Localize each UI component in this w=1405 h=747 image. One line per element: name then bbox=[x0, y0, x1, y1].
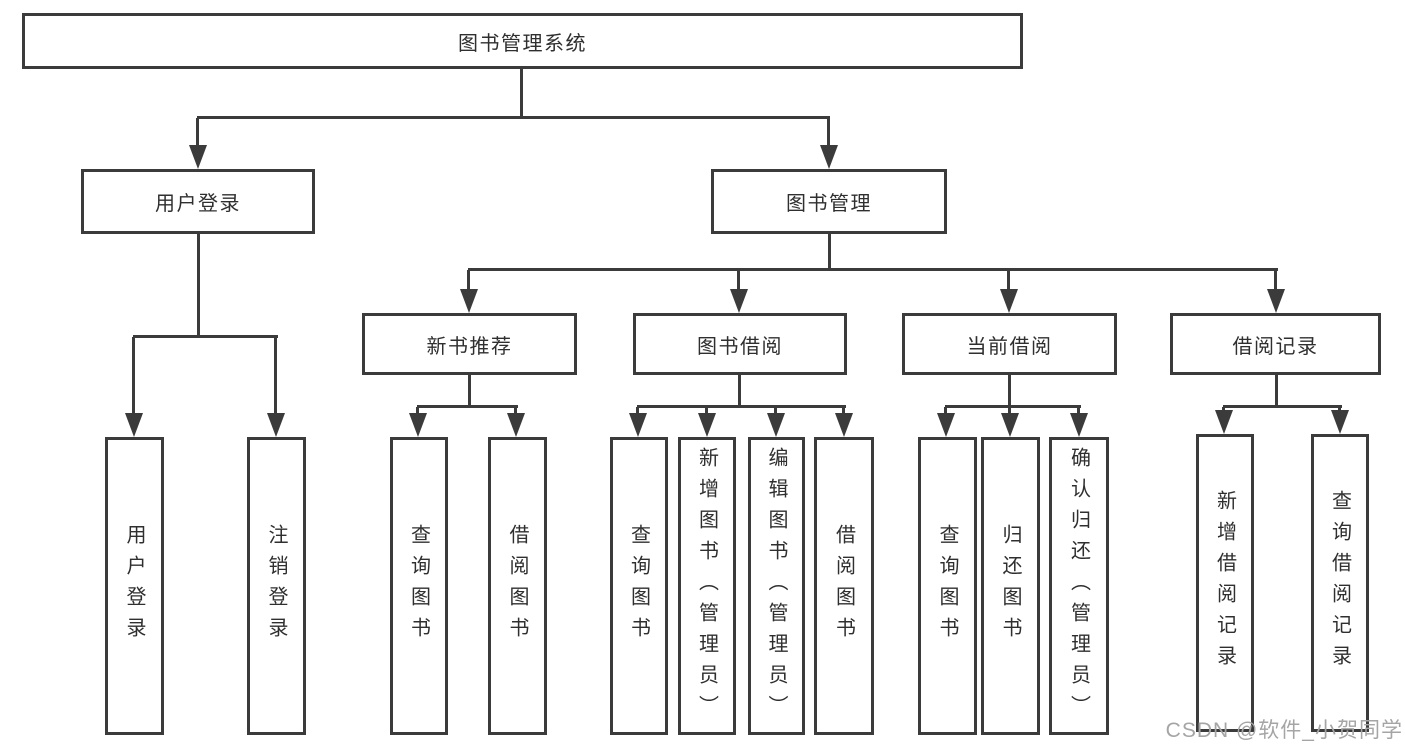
connector-arrow bbox=[698, 407, 716, 437]
node-label: 图书借阅 bbox=[697, 335, 783, 358]
node-user-login: 用户登录 bbox=[105, 437, 164, 735]
connector-stub bbox=[197, 234, 200, 338]
node-label: 新增借阅记录 bbox=[1213, 490, 1236, 676]
connector-arrow bbox=[267, 337, 285, 437]
node-book-management: 图书管理 bbox=[711, 169, 947, 234]
connector-arrow bbox=[409, 407, 427, 437]
connector-stub bbox=[738, 375, 741, 407]
connector-arrow bbox=[835, 407, 853, 437]
node-root: 图书管理系统 bbox=[22, 13, 1023, 69]
node-return-books: 归还图书 bbox=[981, 437, 1040, 735]
connector-arrow bbox=[1215, 407, 1233, 434]
connector-arrow bbox=[460, 270, 478, 313]
node-borrowing-records: 借阅记录 bbox=[1170, 313, 1381, 375]
node-confirm-return-admin: 确认归还（管理员） bbox=[1049, 437, 1109, 735]
node-user-login-group: 用户登录 bbox=[81, 169, 315, 234]
node-label: 当前借阅 bbox=[966, 335, 1053, 358]
node-logout: 注销登录 bbox=[247, 437, 306, 735]
connector-rail bbox=[468, 268, 1278, 271]
node-query-books-borrow: 查询图书 bbox=[610, 437, 668, 735]
node-label: 用户登录 bbox=[155, 193, 241, 215]
connector-rail bbox=[417, 405, 518, 408]
connector-arrow bbox=[629, 407, 647, 437]
connector-arrow bbox=[730, 270, 748, 313]
node-add-borrow-record: 新增借阅记录 bbox=[1196, 434, 1254, 732]
node-label: 图书管理系统 bbox=[458, 32, 587, 55]
node-label: 查询图书 bbox=[407, 524, 430, 648]
connector-rail bbox=[197, 116, 830, 119]
node-label: 确认归还（管理员） bbox=[1067, 446, 1090, 726]
node-label: 查询图书 bbox=[936, 524, 958, 648]
connector-arrow bbox=[189, 118, 207, 169]
watermark: CSDN @软件_小贺同学 bbox=[1165, 719, 1403, 742]
node-label: 新书推荐 bbox=[426, 335, 513, 358]
node-borrow-books-recommend: 借阅图书 bbox=[488, 437, 547, 735]
node-query-borrow-record: 查询借阅记录 bbox=[1311, 434, 1369, 732]
node-label: 借阅图书 bbox=[506, 524, 528, 648]
node-label: 借阅记录 bbox=[1232, 335, 1319, 358]
node-add-books-admin: 新增图书（管理员） bbox=[678, 437, 736, 735]
node-label: 新增图书（管理员） bbox=[695, 446, 718, 726]
connector-rail bbox=[637, 405, 846, 408]
connector-arrow bbox=[125, 337, 143, 437]
node-borrow-books: 借阅图书 bbox=[814, 437, 874, 735]
node-edit-books-admin: 编辑图书（管理员） bbox=[748, 437, 805, 735]
connector-stub bbox=[520, 69, 523, 118]
node-current-borrowing: 当前借阅 bbox=[902, 313, 1117, 375]
connector-arrow bbox=[1331, 407, 1349, 434]
connector-stub bbox=[828, 234, 831, 271]
node-label: 注销登录 bbox=[265, 524, 287, 648]
node-label: 借阅图书 bbox=[832, 524, 855, 648]
node-label: 归还图书 bbox=[999, 524, 1021, 648]
connector-arrow bbox=[1001, 407, 1019, 437]
connector-arrow bbox=[767, 407, 785, 437]
node-label: 查询借阅记录 bbox=[1328, 490, 1351, 676]
connector-rail bbox=[945, 405, 1081, 408]
node-book-borrowing: 图书借阅 bbox=[633, 313, 847, 375]
node-label: 用户登录 bbox=[123, 524, 145, 648]
node-query-books-recommend: 查询图书 bbox=[390, 437, 448, 735]
node-label: 查询图书 bbox=[627, 524, 650, 648]
connector-stub bbox=[468, 375, 471, 407]
connector-arrow bbox=[1000, 270, 1018, 313]
connector-arrow bbox=[820, 118, 838, 169]
connector-arrow bbox=[1070, 407, 1088, 437]
connector-rail bbox=[1223, 405, 1342, 408]
node-query-books-current: 查询图书 bbox=[918, 437, 977, 735]
node-new-book-recommend: 新书推荐 bbox=[362, 313, 577, 375]
connector-stub bbox=[1008, 375, 1011, 407]
connector-stub bbox=[1275, 375, 1278, 407]
connector-arrow bbox=[507, 407, 525, 437]
node-label: 图书管理 bbox=[786, 193, 872, 215]
connector-rail bbox=[133, 335, 278, 338]
connector-arrow bbox=[1267, 270, 1285, 313]
node-label: 编辑图书（管理员） bbox=[765, 446, 787, 726]
connector-arrow bbox=[937, 407, 955, 437]
